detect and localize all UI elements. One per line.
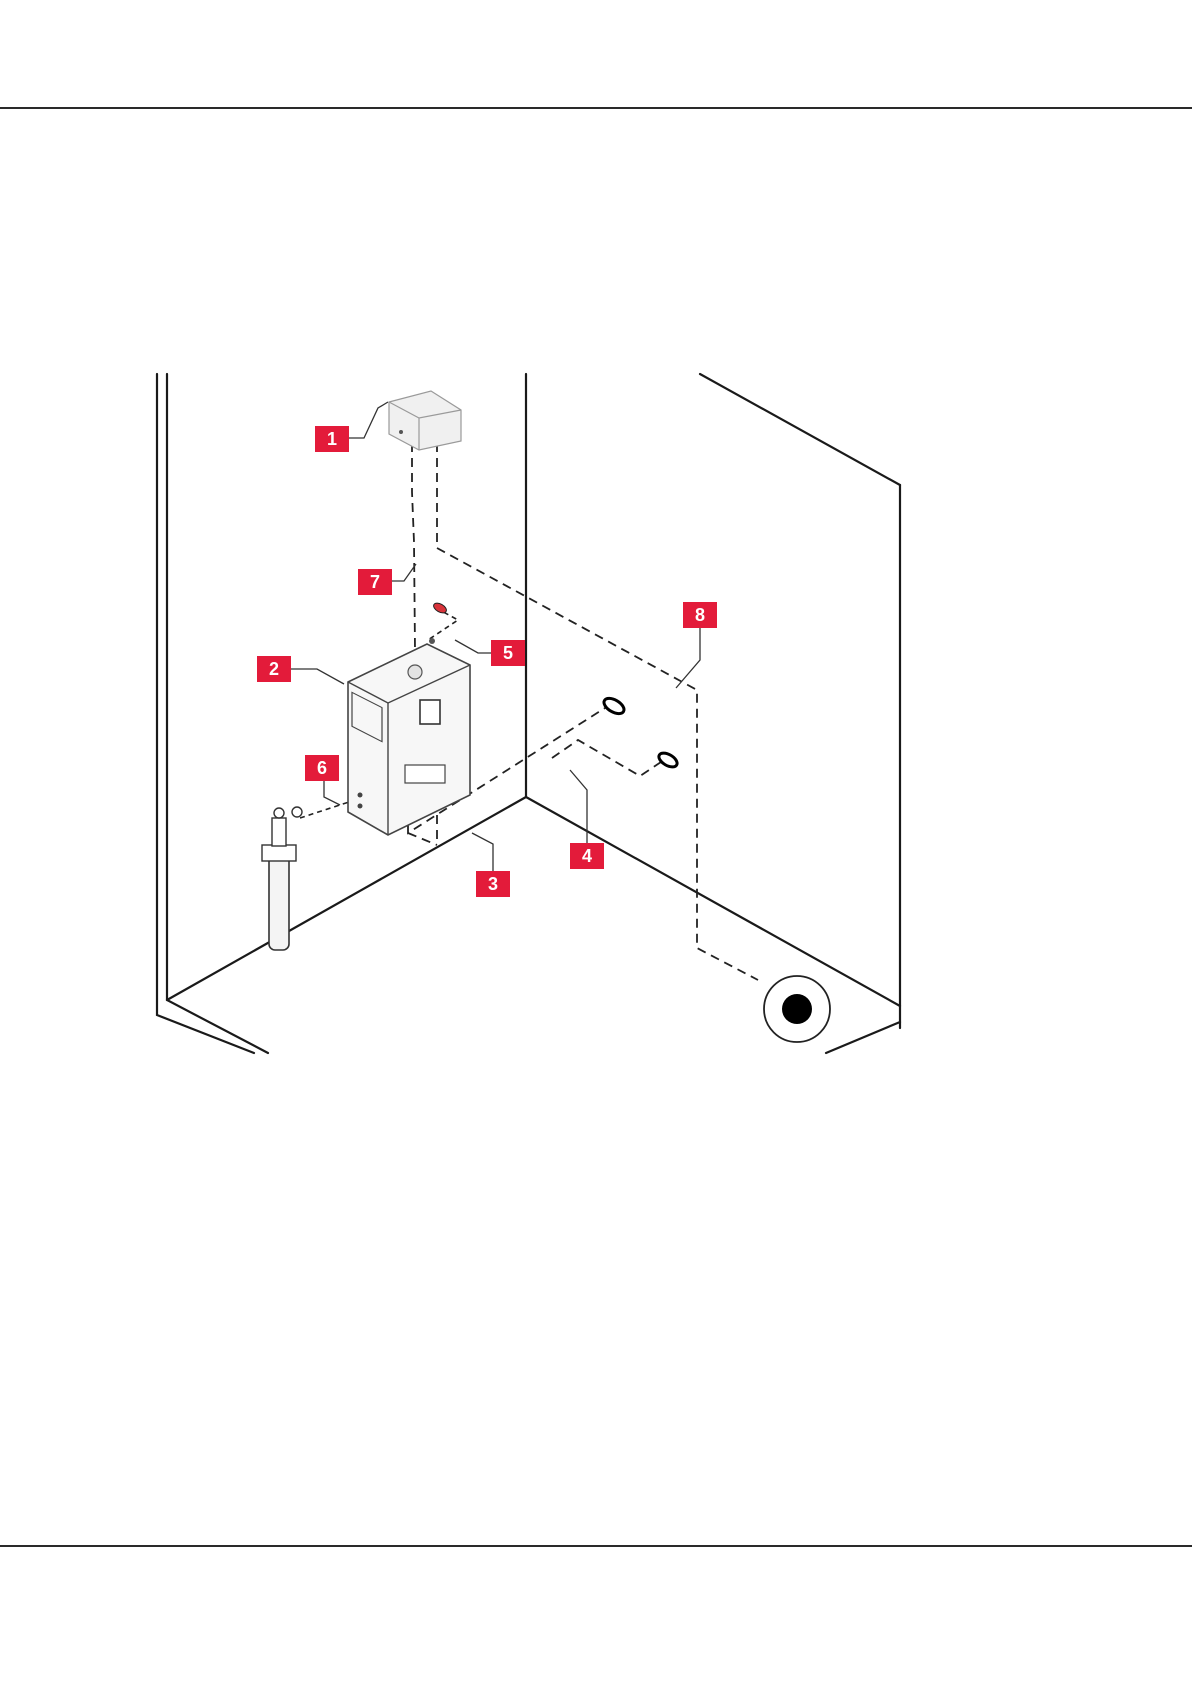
svg-text:8: 8 (695, 605, 705, 625)
svg-text:4: 4 (582, 846, 592, 866)
svg-text:2: 2 (269, 659, 279, 679)
tag-5: 5 (491, 640, 525, 666)
svg-text:7: 7 (370, 572, 380, 592)
tag-2: 2 (257, 656, 291, 682)
steam-generator (348, 638, 470, 835)
floor-drain (764, 976, 830, 1042)
tag-8: 8 (683, 602, 717, 628)
svg-text:3: 3 (488, 874, 498, 894)
svg-text:5: 5 (503, 643, 513, 663)
junction-box (389, 391, 461, 450)
room-walls (157, 374, 900, 1053)
svg-text:6: 6 (317, 758, 327, 778)
tag-6: 6 (305, 755, 339, 781)
tag-3: 3 (476, 871, 510, 897)
tag-7: 7 (358, 569, 392, 595)
tag-4: 4 (570, 843, 604, 869)
gas-cylinder (262, 807, 302, 950)
svg-text:1: 1 (327, 429, 337, 449)
tag-1: 1 (315, 426, 349, 452)
